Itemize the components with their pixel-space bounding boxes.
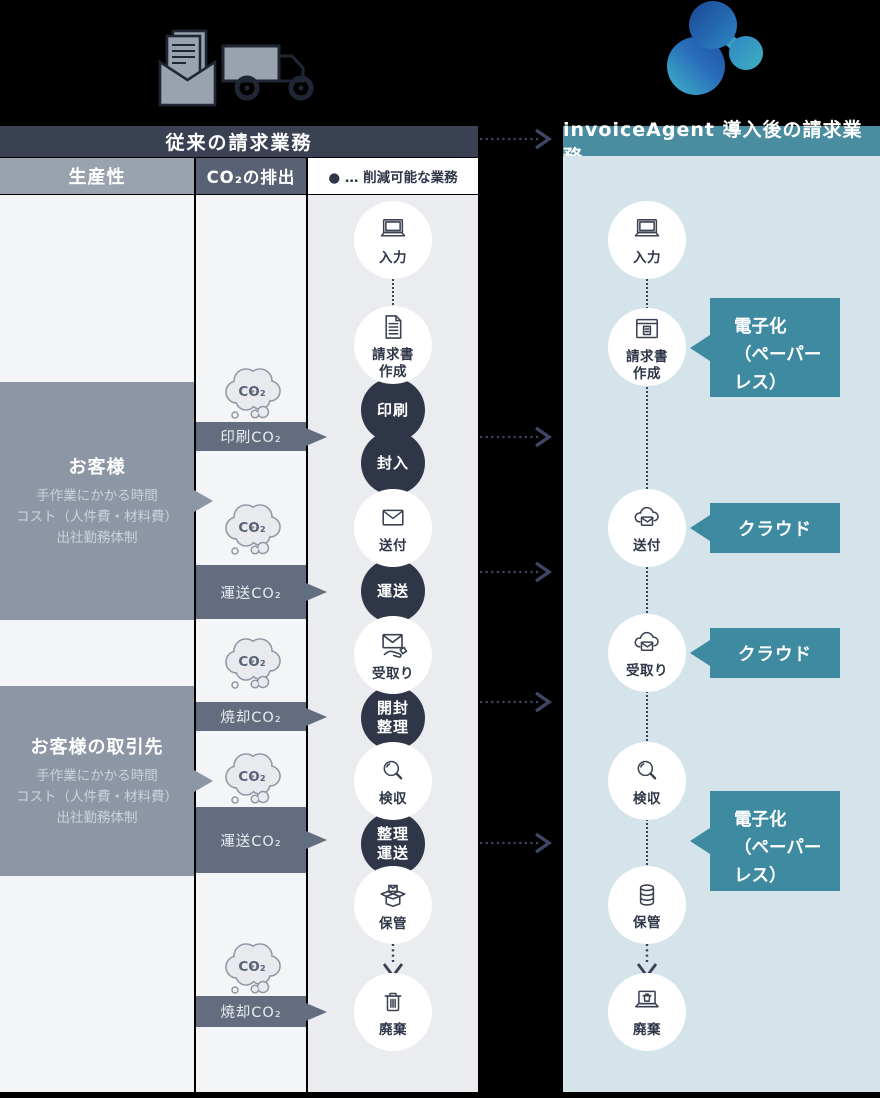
modern-flow-step: 請求書作成 bbox=[608, 308, 686, 386]
co2-cloud-icon: CO₂ bbox=[215, 744, 289, 810]
callout-cloud: クラウド bbox=[710, 628, 840, 678]
dashed-arrow-icon bbox=[478, 424, 562, 454]
svg-text:CO₂: CO₂ bbox=[238, 654, 265, 670]
step-label: 検収 bbox=[379, 791, 407, 808]
legacy-flow-step: 入力 bbox=[354, 201, 432, 279]
co2-cloud-icon: CO₂ bbox=[215, 934, 289, 1000]
svg-text:CO₂: CO₂ bbox=[238, 384, 265, 400]
legacy-flow-step: 送付 bbox=[354, 489, 432, 567]
modern-flow-step: 廃棄 bbox=[608, 973, 686, 1051]
open-box-icon bbox=[375, 877, 411, 913]
legacy-flow-step: 検収 bbox=[354, 742, 432, 820]
co2-cloud-icon: CO₂ bbox=[215, 495, 289, 561]
step-label: 封入 bbox=[376, 453, 409, 472]
step-label: 整理 bbox=[376, 718, 409, 736]
co2-cloud-icon: CO₂ bbox=[215, 359, 289, 425]
legacy-flow-step: 廃棄 bbox=[354, 973, 432, 1051]
laptop-trash-icon bbox=[629, 985, 665, 1019]
step-label: 整理 bbox=[376, 825, 409, 844]
web-invoice-icon bbox=[630, 312, 664, 346]
group-detail-line: 出社勤務体制 bbox=[56, 529, 138, 546]
group-title: お客様 bbox=[68, 457, 126, 479]
legacy-panel-title: 従来の請求業務 bbox=[0, 126, 478, 157]
group-detail-line: 出社勤務体制 bbox=[56, 809, 138, 826]
callout-cloud: クラウド bbox=[710, 503, 840, 553]
co2-cloud-icon: CO₂ bbox=[215, 629, 289, 695]
co2-emission-bar: 焼却CO₂ bbox=[196, 702, 306, 731]
legacy-flow-step-reducible: 運送 bbox=[361, 559, 425, 623]
step-label: 運送 bbox=[376, 844, 409, 862]
cloud-mail-icon bbox=[628, 501, 666, 535]
legacy-flow-step-reducible: 開封整理 bbox=[361, 686, 425, 750]
group-title: お客様の取引先 bbox=[30, 737, 164, 759]
step-label: 受取り bbox=[372, 666, 414, 683]
step-label: 運送 bbox=[376, 581, 409, 600]
legacy-flow-step-reducible: 整理運送 bbox=[361, 812, 425, 876]
magnifier-icon bbox=[630, 754, 664, 788]
step-label: 送付 bbox=[379, 538, 407, 555]
dashed-arrow-icon bbox=[478, 689, 562, 719]
laptop-icon bbox=[376, 213, 410, 247]
svg-text:CO₂: CO₂ bbox=[238, 520, 265, 536]
mail-documents-icon bbox=[156, 26, 220, 112]
co2-emission-bar: 運送CO₂ bbox=[196, 565, 306, 619]
reducible-task-legend: ● … 削減可能な業務 bbox=[308, 158, 478, 194]
step-label: 入力 bbox=[379, 250, 407, 267]
step-label: 請求書作成 bbox=[626, 349, 668, 382]
dashed-arrow-icon bbox=[478, 126, 562, 156]
group-detail-line: 手作業にかかる時間 bbox=[36, 488, 158, 505]
group-detail-line: 手作業にかかる時間 bbox=[36, 768, 158, 785]
productivity-column-header: 生産性 bbox=[0, 158, 194, 194]
envelope-icon bbox=[375, 501, 411, 535]
legacy-flow-step: 請求書作成 bbox=[354, 306, 432, 384]
legacy-flow-step: 受取り bbox=[354, 616, 432, 694]
co2-emission-bar: 印刷CO₂ bbox=[196, 422, 306, 451]
modern-flow-step: 検収 bbox=[608, 742, 686, 820]
database-icon bbox=[630, 878, 664, 912]
svg-text:CO₂: CO₂ bbox=[238, 769, 265, 785]
productivity-group: お客様手作業にかかる時間コスト（人件費・材料費） 出社勤務体制 bbox=[0, 382, 194, 620]
group-detail-line: コスト（人件費・材料費） bbox=[16, 789, 178, 806]
dashed-arrow-icon bbox=[478, 830, 562, 860]
callout-paperless: 電子化（ペーパーレス） bbox=[710, 298, 840, 397]
modern-flow-step: 入力 bbox=[608, 201, 686, 279]
svg-text:CO₂: CO₂ bbox=[238, 959, 265, 975]
legacy-flow-step: 保管 bbox=[354, 866, 432, 944]
step-label: 検収 bbox=[633, 791, 661, 808]
invoiceagent-logo bbox=[648, 0, 772, 104]
step-label: 保管 bbox=[379, 916, 407, 933]
modern-flow-step: 受取り bbox=[608, 614, 686, 692]
modern-flow-dotted-line bbox=[646, 240, 648, 905]
callout-paperless: 電子化（ペーパーレス） bbox=[710, 791, 840, 891]
step-label: 開封 bbox=[376, 699, 409, 718]
co2-emission-bar: 焼却CO₂ bbox=[196, 996, 306, 1027]
trash-icon bbox=[376, 985, 410, 1019]
step-label: 送付 bbox=[633, 538, 661, 555]
magnifier-icon bbox=[376, 754, 410, 788]
step-label: 保管 bbox=[633, 915, 661, 932]
envelope-hand-icon bbox=[374, 627, 412, 663]
co2-column-header: CO₂の排出 bbox=[196, 158, 306, 194]
step-label: 請求書作成 bbox=[372, 347, 414, 380]
co2-emission-bar: 運送CO₂ bbox=[196, 807, 306, 873]
group-detail-line: コスト（人件費・材料費） bbox=[16, 509, 178, 526]
laptop-icon bbox=[630, 213, 664, 247]
legacy-flow-step-reducible: 封入 bbox=[361, 431, 425, 495]
modern-panel-title: invoiceAgent 導入後の請求業務 bbox=[563, 119, 880, 168]
delivery-truck-icon bbox=[220, 36, 322, 108]
step-label: 廃棄 bbox=[379, 1022, 407, 1039]
productivity-group: お客様の取引先手作業にかかる時間コスト（人件費・材料費） 出社勤務体制 bbox=[0, 686, 194, 876]
step-label: 印刷 bbox=[376, 400, 409, 419]
dashed-arrow-icon bbox=[478, 559, 562, 589]
step-label: 廃棄 bbox=[633, 1022, 661, 1039]
modern-flow-step: 保管 bbox=[608, 866, 686, 944]
step-label: 受取り bbox=[626, 663, 668, 680]
productivity-column bbox=[0, 195, 194, 1092]
invoice-document-icon bbox=[376, 310, 410, 344]
modern-panel-body bbox=[563, 156, 880, 1092]
cloud-mail-icon bbox=[628, 626, 666, 660]
modern-flow-step: 送付 bbox=[608, 489, 686, 567]
step-label: 入力 bbox=[633, 250, 661, 267]
